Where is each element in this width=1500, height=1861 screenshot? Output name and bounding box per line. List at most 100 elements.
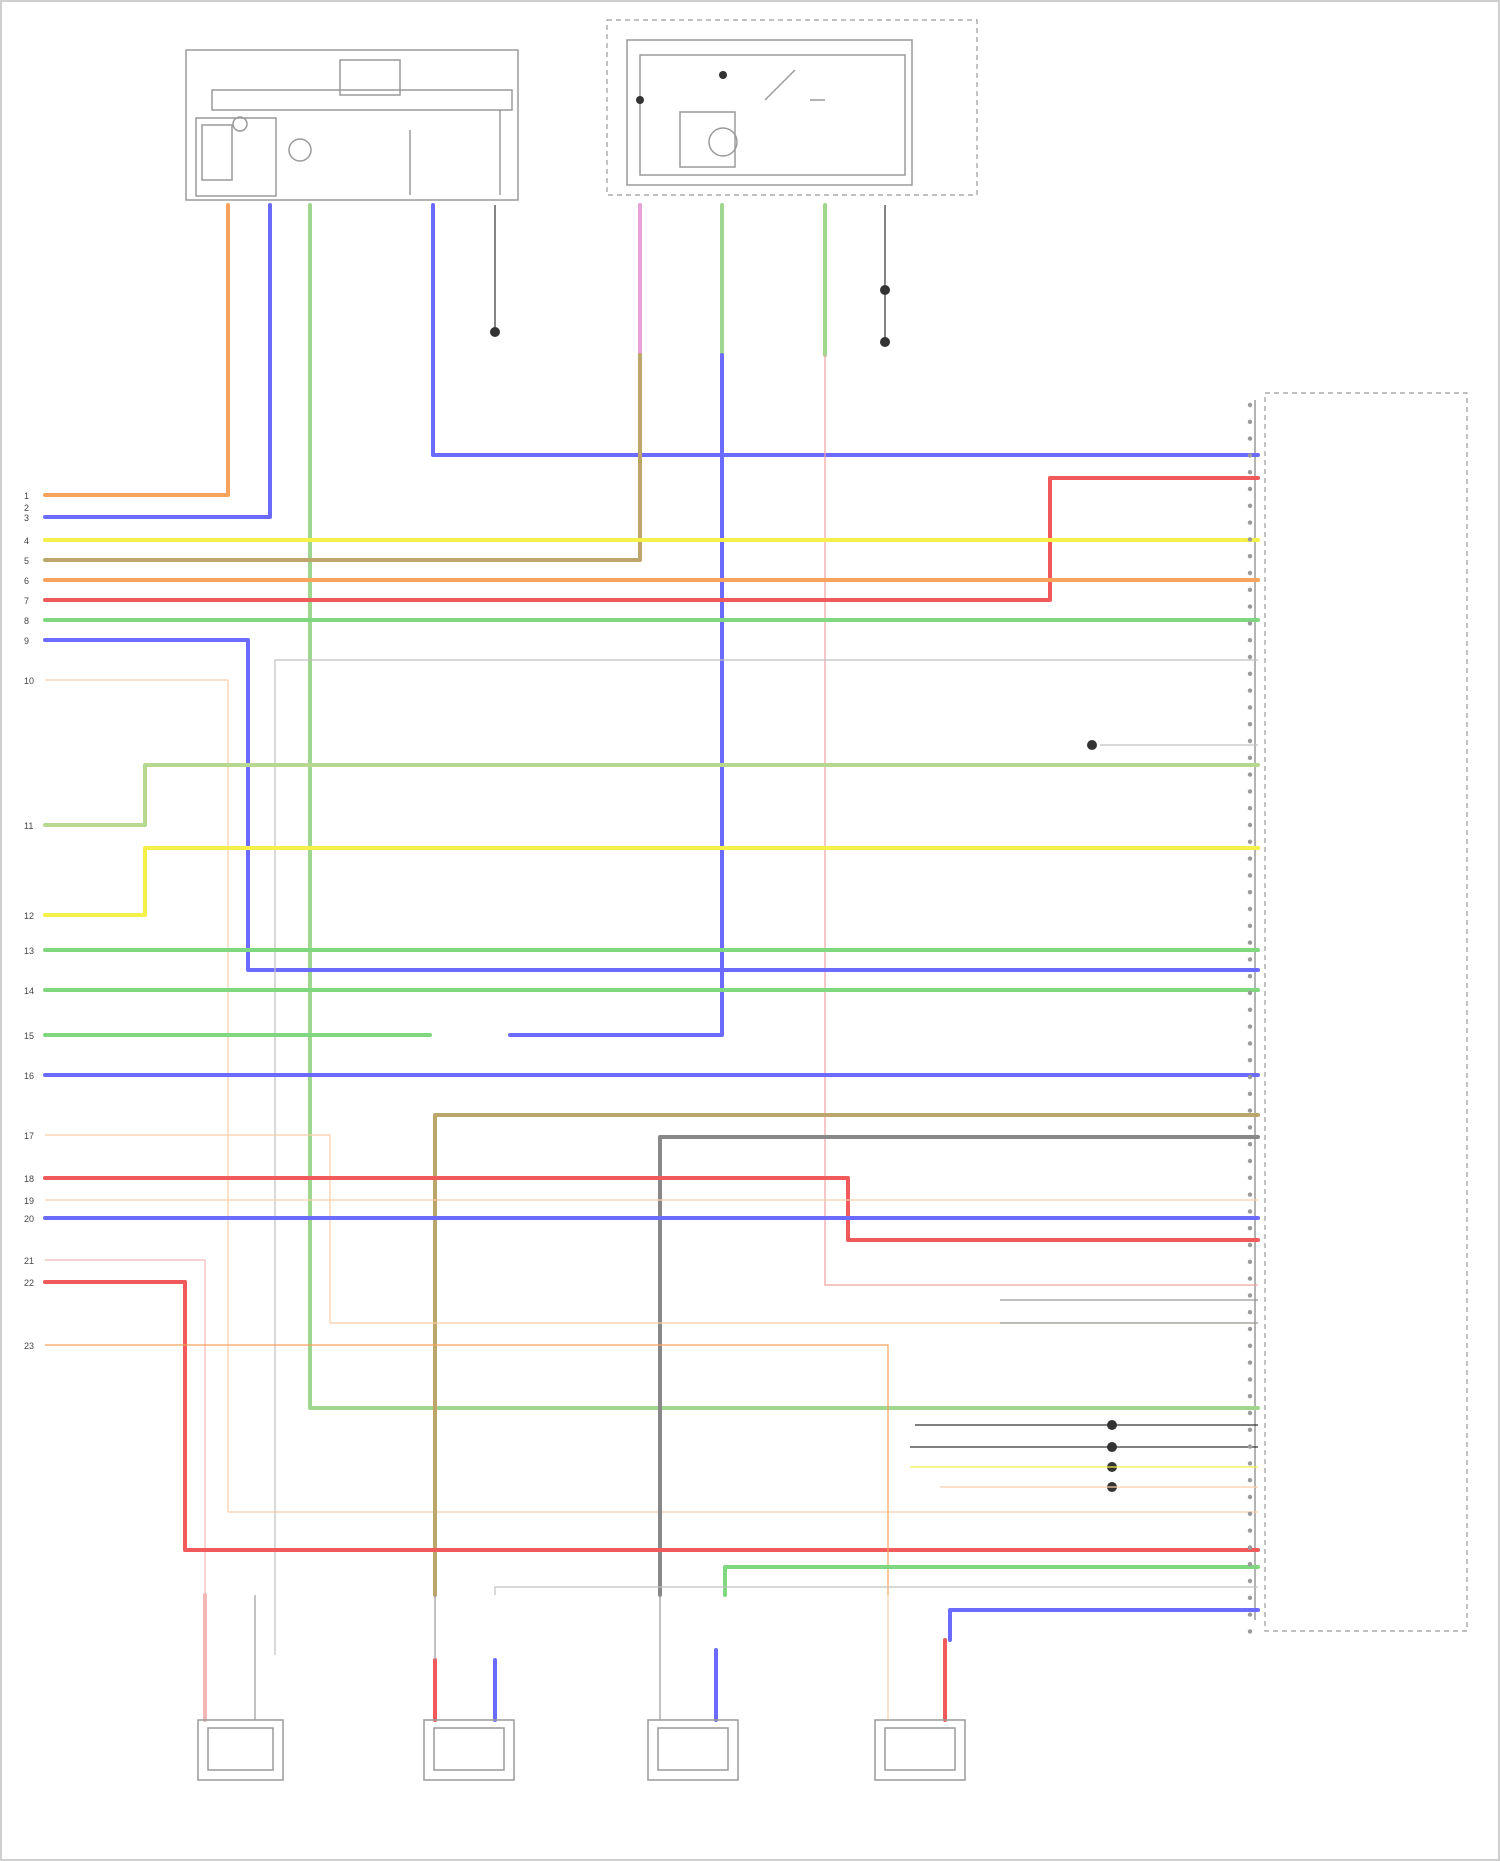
ecm-pin-terminal	[1248, 537, 1252, 541]
ecm-pin-terminal	[1248, 1528, 1252, 1532]
ecm-pin-terminal	[1248, 655, 1252, 659]
ecm-pin-terminal	[1248, 1159, 1252, 1163]
wire-lightorange-1	[45, 680, 1258, 1512]
wire-orange-3	[45, 1345, 888, 1595]
ecm-pin-terminal	[1248, 688, 1252, 692]
ecm-pin-terminal	[1248, 403, 1252, 407]
ecm-pin-terminal	[1248, 1461, 1252, 1465]
left-pin-number: 12	[24, 911, 34, 921]
wire-blue-top	[433, 205, 1258, 455]
left-pin-number: 1	[24, 491, 29, 501]
left-pin-number: 8	[24, 616, 29, 626]
left-pin-number: 5	[24, 556, 29, 566]
ecm-pin-terminal	[1248, 1226, 1252, 1230]
ecm-pin-terminal	[1248, 1327, 1252, 1331]
ecm-pin-terminal	[1248, 789, 1252, 793]
ecm-pin-terminal	[1248, 1058, 1252, 1062]
left-pin-number: 15	[24, 1031, 34, 1041]
left-pin-number: 11	[24, 821, 33, 831]
ecm-pin-terminal	[1248, 1495, 1252, 1499]
ecm-pin-terminal	[1248, 1024, 1252, 1028]
top-left-component	[186, 50, 518, 200]
ecm-pin-terminal	[1248, 504, 1252, 508]
injectors	[198, 1595, 965, 1780]
ecm-pin-terminal	[1248, 1192, 1252, 1196]
left-pin-number: 17	[24, 1131, 34, 1141]
left-pin-number: 14	[24, 986, 34, 996]
ecm-pin-terminal	[1248, 1092, 1252, 1096]
ecm-pin-terminal	[1248, 957, 1252, 961]
ecm-pin-terminal	[1248, 1579, 1252, 1583]
ecm-pin-terminal	[1248, 1377, 1252, 1381]
ecm-pin-terminal	[1248, 907, 1252, 911]
ecm-pin-terminal	[1248, 1075, 1252, 1079]
ecm-pin-terminal	[1248, 1478, 1252, 1482]
left-pin-number: 22	[24, 1278, 34, 1288]
wire-gray-6	[495, 1587, 1258, 1595]
left-pin-number: 9	[24, 636, 29, 646]
left-pin-number: 4	[24, 536, 29, 546]
ecm-pin-terminal	[1248, 722, 1252, 726]
wire-green-long	[310, 205, 1258, 1408]
left-pin-number: 10	[24, 676, 34, 686]
left-pin-number: 21	[24, 1256, 34, 1266]
left-pin-number: 18	[24, 1174, 34, 1184]
ecm-pin-terminal	[1248, 470, 1252, 474]
wire-tan-vert	[45, 355, 640, 560]
left-pin-number: 19	[24, 1196, 34, 1206]
right-pin-column	[1248, 403, 1252, 1634]
ecm-pin-terminal	[1248, 1176, 1252, 1180]
ecm-pin-terminal	[1248, 1142, 1252, 1146]
wire-green-2	[45, 765, 1258, 825]
wire-blue-2	[45, 205, 270, 517]
wire-red-3	[45, 1282, 1258, 1550]
ecm-pin-terminal	[1248, 1512, 1252, 1516]
ecm-pin-terminal	[1248, 588, 1252, 592]
ecm-pin-terminal	[1248, 1344, 1252, 1348]
ecm-pin-terminal	[1248, 453, 1252, 457]
ecm-pin-terminal	[1248, 1243, 1252, 1247]
ecm-pin-terminal	[1248, 487, 1252, 491]
ecm-pin-terminal	[1248, 1411, 1252, 1415]
top-right-component	[607, 20, 977, 195]
left-pin-number: 13	[24, 946, 34, 956]
injector-2	[424, 1595, 514, 1780]
wire-lightgray-1	[275, 660, 1258, 1655]
ecm-pin-terminal	[1248, 1209, 1252, 1213]
ecm-pin-terminal	[1248, 1562, 1252, 1566]
injector-1	[198, 1595, 283, 1780]
wire-yellow-2	[45, 848, 1258, 915]
ecm-pin-terminal	[1248, 1260, 1252, 1264]
ecm-pin-terminal	[1248, 1428, 1252, 1432]
ecm-pin-terminal	[1248, 806, 1252, 810]
ecm-pin-terminal	[1248, 1310, 1252, 1314]
ecm-pin-terminal	[1248, 991, 1252, 995]
wire-green-6	[725, 1567, 1258, 1595]
ecm-connector	[1255, 393, 1467, 1631]
ecm-pin-terminal	[1248, 1041, 1252, 1045]
ecm-pin-terminal	[1248, 1545, 1252, 1549]
wire-gray-3	[660, 1137, 1258, 1595]
wire-pink-long	[825, 355, 1258, 1285]
ecm-pin-terminal	[1248, 1444, 1252, 1448]
ecm-pin-terminal	[1248, 672, 1252, 676]
ecm-pin-terminal	[1248, 1008, 1252, 1012]
ecm-pin-terminal	[1248, 604, 1252, 608]
ecm-pin-terminal	[1248, 554, 1252, 558]
ecm-pin-terminal	[1248, 1612, 1252, 1616]
ecm-pin-terminal	[1248, 856, 1252, 860]
ecm-pin-terminal	[1248, 756, 1252, 760]
ecm-pin-terminal	[1248, 436, 1252, 440]
ecm-pin-terminal	[1248, 571, 1252, 575]
left-pin-number: 7	[24, 596, 29, 606]
wire-blue-3	[45, 640, 1258, 970]
ecm-pin-terminal	[1248, 1125, 1252, 1129]
ecm-pin-terminal	[1248, 1596, 1252, 1600]
ecm-pin-terminal	[1248, 840, 1252, 844]
left-pin-column: 1234567891011121314151617181920212223	[24, 491, 34, 1351]
wires	[45, 205, 1258, 1655]
injector-3	[648, 1595, 738, 1780]
wire-red-2	[45, 1178, 1258, 1240]
